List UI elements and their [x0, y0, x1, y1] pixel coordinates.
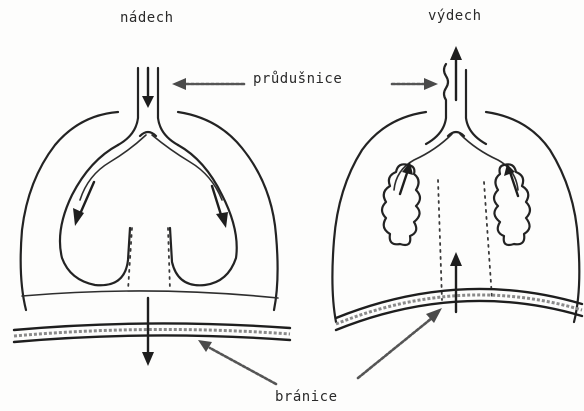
inhale-diaphragm-pointer-head: [198, 340, 212, 352]
exhale-lung-outline-left: [332, 112, 426, 322]
inhale-lung-base: [22, 291, 278, 298]
inhale-air-in-arrowhead: [142, 96, 154, 108]
inhale-diaphragm-top: [14, 323, 290, 330]
exhale-bronchi-pointer-head: [424, 78, 438, 90]
exhale-alveoli-left: [382, 164, 420, 245]
inhale-trachea-right-wall: [158, 68, 178, 145]
exhale-diaphragm-pointer: [358, 318, 432, 378]
exhale-mediastinum-left: [438, 180, 442, 300]
inhale-diaphragm-bottom: [14, 335, 290, 342]
exhale-trachea-left-wall: [426, 64, 448, 144]
inhale-lungs: [14, 68, 290, 384]
inhale-lung-outline-left: [21, 112, 118, 310]
exhale-air-out-arrowhead: [450, 46, 462, 60]
inhale-flow-left-arrow: [80, 182, 94, 214]
inhale-bronchi-pointer-head: [172, 78, 186, 90]
exhale-diaphragm-shade: [336, 295, 582, 324]
exhale-diaphragm-up-arrowhead: [450, 252, 462, 266]
exhale-diaphragm-top: [336, 289, 582, 318]
exhale-trachea-right-wall: [466, 70, 486, 144]
exhale-flow-left-arrow: [400, 170, 408, 194]
inhale-diaphragm-pointer: [210, 348, 276, 384]
inhale-diaphragm-down-arrowhead: [142, 352, 154, 366]
inhale-bronchus-left: [60, 145, 130, 285]
exhale-airway-right: [460, 134, 518, 190]
exhale-airway-left: [394, 134, 452, 190]
exhale-lungs: [332, 46, 582, 378]
inhale-flow-right-arrowhead: [216, 212, 228, 228]
exhale-mediastinum-right: [484, 182, 492, 298]
inhale-lung-outline-right: [178, 112, 278, 310]
inhale-airway-right: [152, 135, 222, 200]
inhale-trachea-left-wall: [118, 68, 138, 145]
